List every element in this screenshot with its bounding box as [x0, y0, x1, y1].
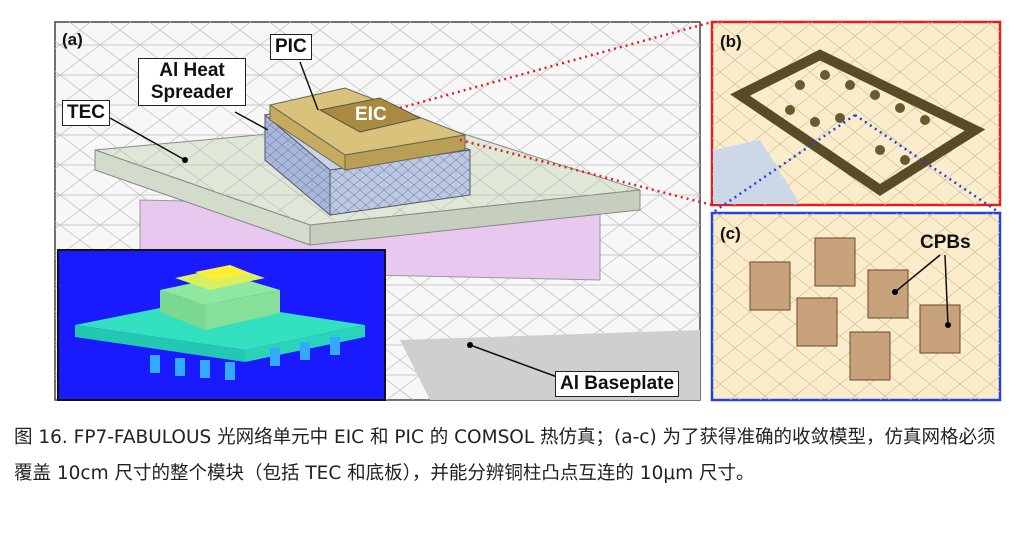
- panel-c-tag: (c): [720, 224, 741, 243]
- pic-label: PIC: [270, 34, 312, 60]
- eic-shape: [318, 97, 422, 133]
- temperature-inset: [57, 249, 386, 401]
- cpb-pillars: [749, 237, 961, 381]
- panel-b-tag: (b): [720, 32, 742, 51]
- figure-caption: 图 16. FP7-FABULOUS 光网络单元中 EIC 和 PIC 的 CO…: [14, 427, 996, 484]
- panel-a-tag: (a): [62, 30, 83, 49]
- cpbs-label: CPBs: [920, 232, 971, 253]
- baseplate-label: Al Baseplate: [555, 371, 680, 397]
- figure: (a) PIC Al Heat Spreader TEC EIC Al Base…: [54, 20, 1002, 402]
- eic-label: EIC: [355, 104, 387, 125]
- panel-b: [710, 20, 1002, 207]
- heat-spreader-label: Al Heat Spreader: [138, 58, 246, 106]
- panel-c: [710, 211, 1002, 402]
- tec-label: TEC: [62, 100, 110, 126]
